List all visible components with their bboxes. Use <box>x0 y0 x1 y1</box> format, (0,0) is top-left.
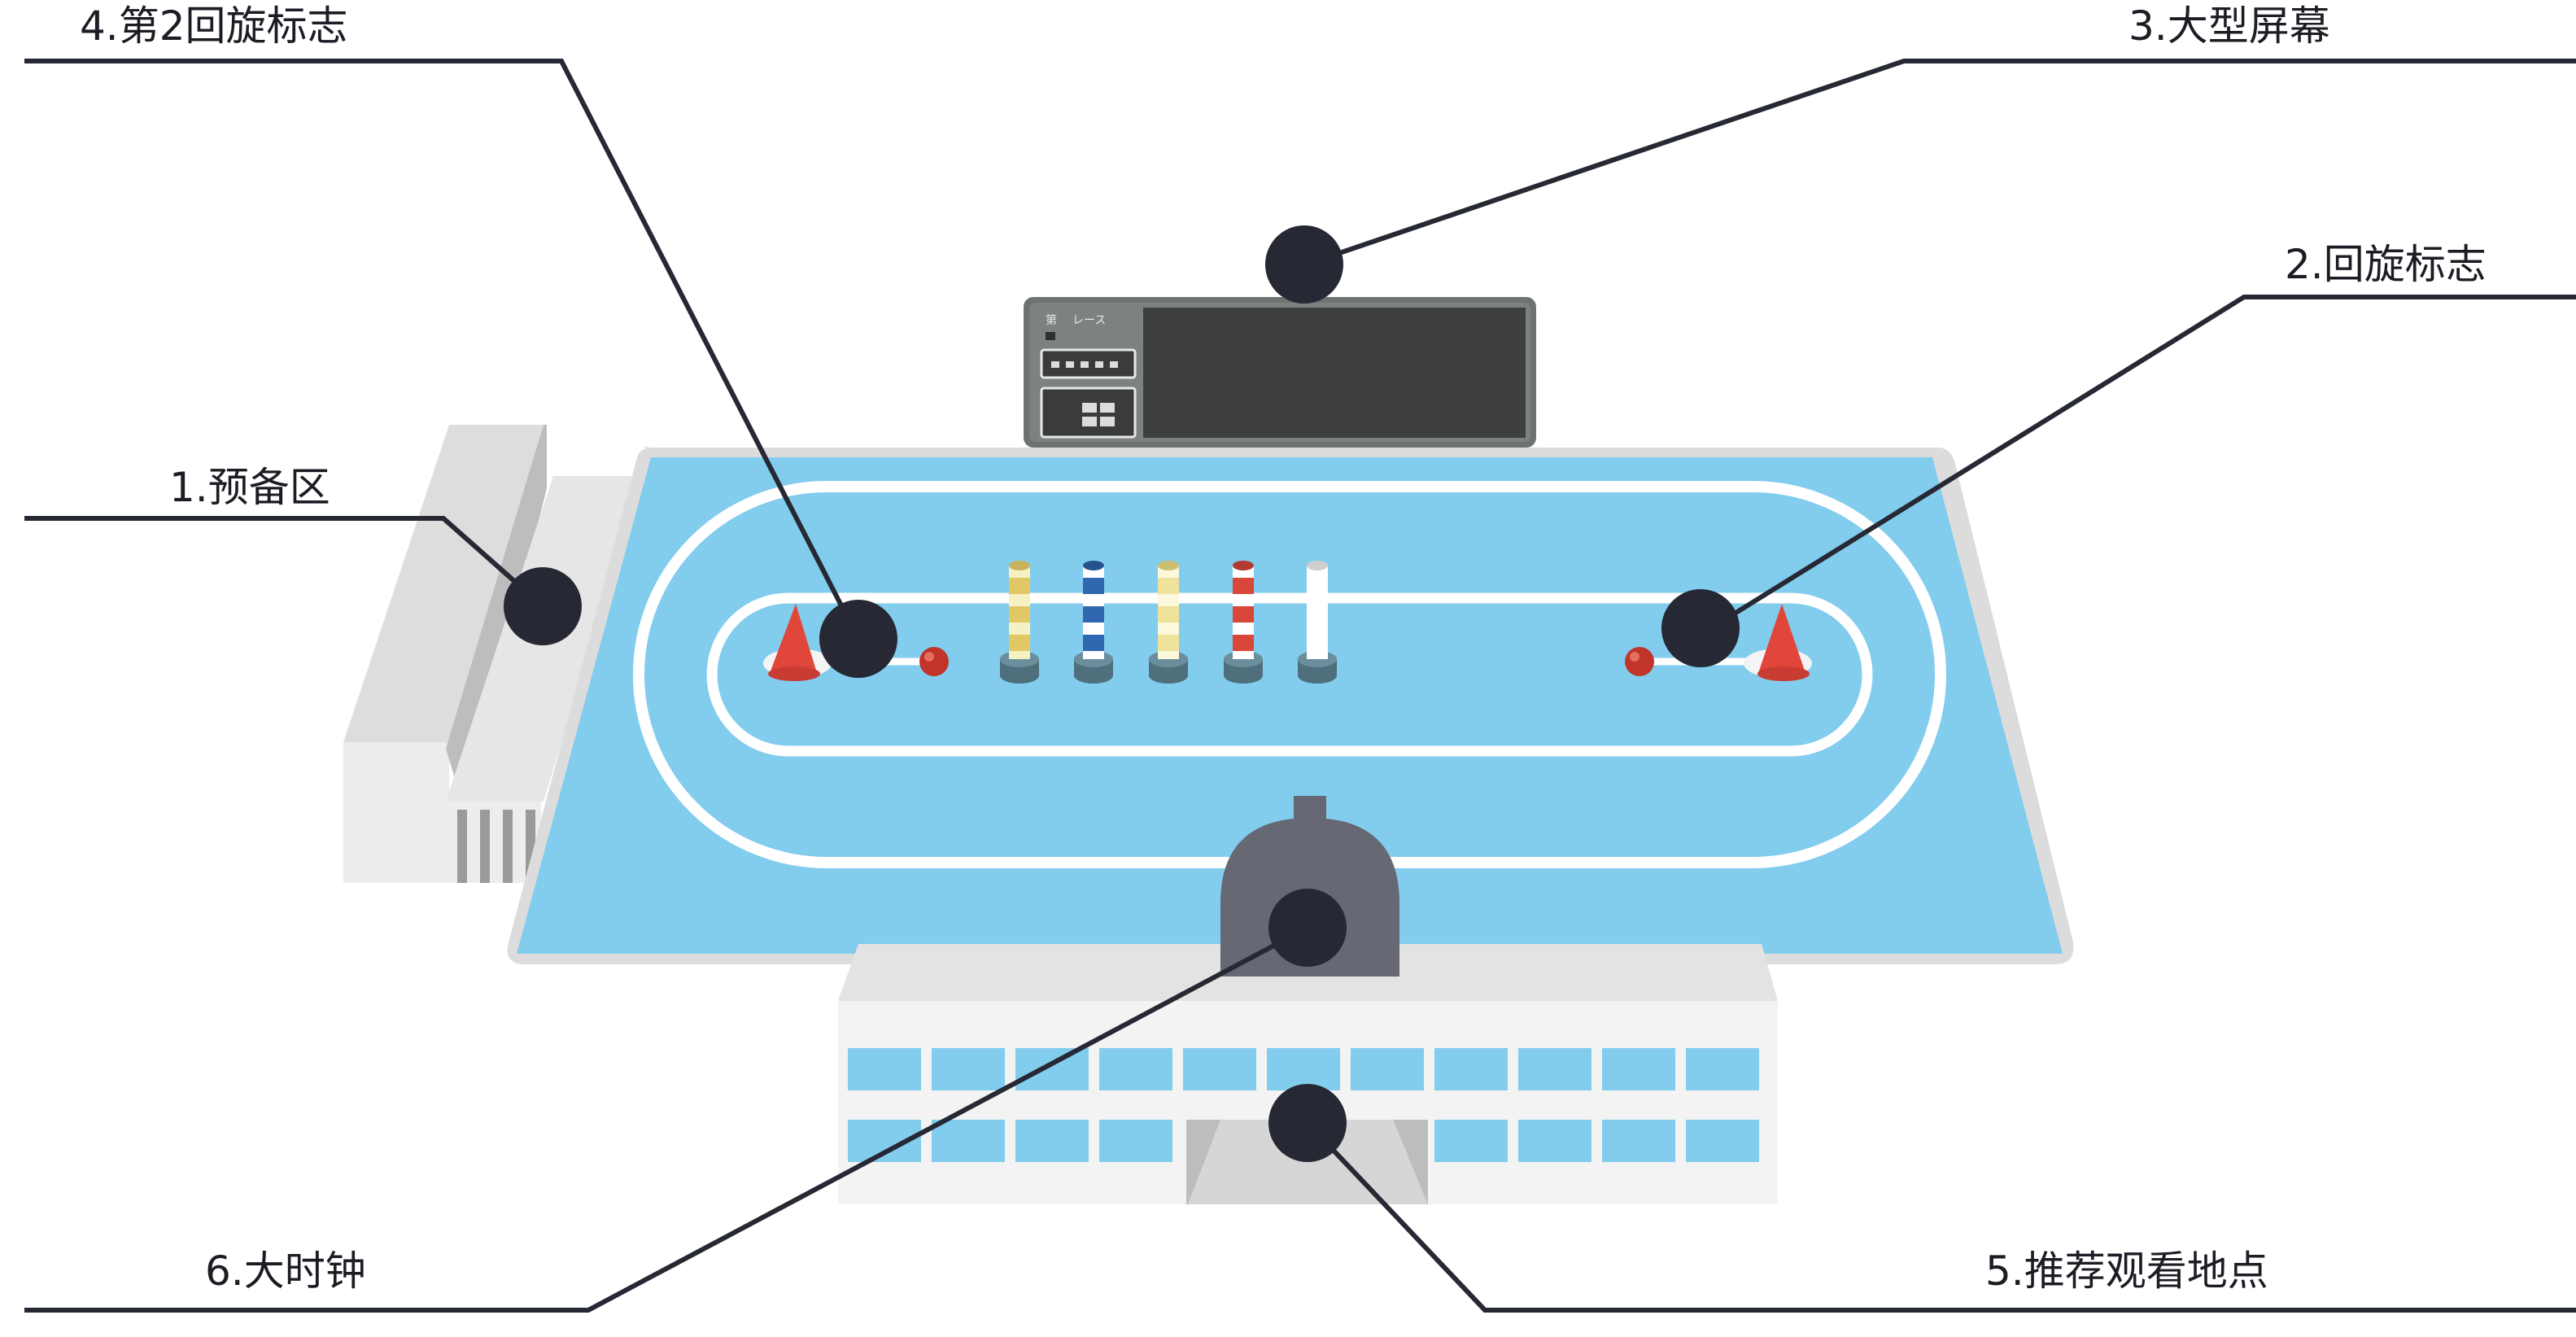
second-turn-mark <box>763 604 949 681</box>
pole-white <box>1298 561 1337 684</box>
leader-second-turn-mark <box>24 59 861 640</box>
label-turn-mark: 2.回旋标志 <box>2285 241 2486 288</box>
leader-big-clock <box>24 925 1309 1313</box>
markers <box>504 225 1740 1162</box>
start-poles <box>1000 561 1337 684</box>
pole-red <box>1224 561 1263 684</box>
label-viewing-spot: 5.推荐观看地点 <box>1985 1247 2268 1295</box>
pole-yellow-2 <box>1149 561 1188 684</box>
label-big-clock: 6.大时钟 <box>205 1247 366 1295</box>
leader-waiting-area <box>24 516 544 609</box>
main-building <box>838 944 1778 1204</box>
building-windows <box>848 1048 1759 1162</box>
leader-viewing-spot <box>1305 1121 2576 1313</box>
screen-panel-text-2: レース <box>1072 314 1106 327</box>
pole-blue <box>1074 561 1113 684</box>
marker-waiting-area <box>504 567 582 645</box>
label-waiting-area: 1.预备区 <box>169 464 330 511</box>
screen-panel-text-1: 第 <box>1046 313 1057 327</box>
leader-turn-mark <box>1699 295 2576 637</box>
water-basin <box>507 446 2074 964</box>
leader-lines <box>24 59 2576 1313</box>
marker-second-turn-mark <box>819 600 897 678</box>
big-screen: 第 レース <box>1024 297 1536 448</box>
marker-viewing-spot <box>1268 1084 1347 1162</box>
label-second-turn-mark: 4.第2回旋标志 <box>80 2 348 50</box>
label-big-screen: 3.大型屏幕 <box>2128 2 2330 50</box>
marker-big-screen <box>1265 225 1343 304</box>
pole-yellow-1 <box>1000 561 1039 684</box>
marker-big-clock <box>1268 889 1347 967</box>
leader-big-screen <box>1305 59 2576 267</box>
marker-turn-mark <box>1661 589 1740 667</box>
turn-mark <box>1625 604 1812 681</box>
